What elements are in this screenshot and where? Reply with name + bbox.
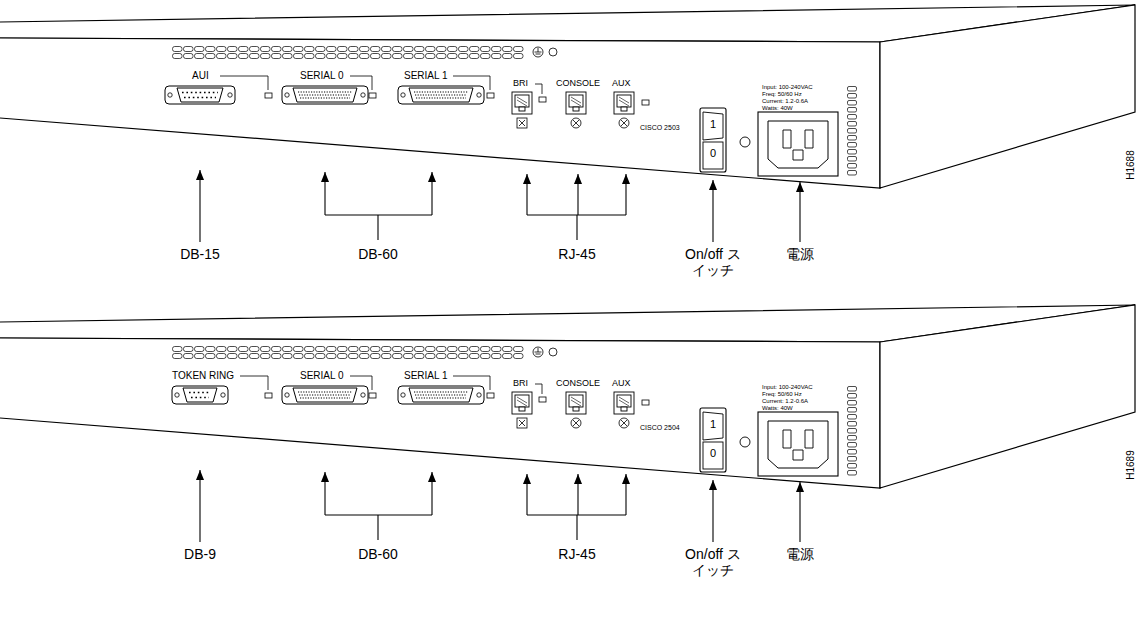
spec-text: Freq: 50/60 Hz [762,91,802,98]
spec-text: Watts: 40W [762,105,793,112]
port-label: CONSOLE [556,378,600,388]
port-label: SERIAL 0 [300,370,344,382]
port-label: SERIAL 1 [404,70,448,82]
connector-type: DB-60 [358,246,398,262]
router-2504 [0,305,1135,542]
callout-label: On/off スイッチ [680,246,746,278]
port-label: BRI [513,378,528,388]
model-label: CISCO 2504 [640,424,680,432]
figure-id: H1688 [1125,150,1137,179]
switch-mark: 0 [710,147,716,160]
spec-text: Input: 100-240VAC [762,84,813,91]
router-2503 [0,5,1135,242]
switch-mark: 0 [710,447,716,460]
connector-type: DB-15 [180,246,220,262]
spec-text: Freq: 50/60 Hz [762,391,802,398]
connector-type: DB-60 [358,546,398,562]
port-label: BRI [513,78,528,88]
port-label: AUI [192,70,209,82]
port-label: AUX [612,378,631,388]
port-label: AUX [612,78,631,88]
switch-mark: 1 [710,418,716,431]
switch-mark: 1 [710,118,716,131]
spec-text: Watts: 40W [762,405,793,412]
port-label: SERIAL 1 [404,370,448,382]
port-label: SERIAL 0 [300,70,344,82]
connector-type: RJ-45 [558,546,595,562]
port-label: CONSOLE [556,78,600,88]
spec-text: Current: 1.2-0.6A [762,398,808,405]
spec-text: Current: 1.2-0.6A [762,98,808,105]
callout-label: 電源 [786,546,814,562]
callout-label: On/off スイッチ [680,546,746,578]
aui-connector [165,76,268,104]
connector-type: RJ-45 [558,246,595,262]
port-label: TOKEN RING [172,370,234,382]
model-label: CISCO 2503 [640,124,680,132]
callout-label: 電源 [786,246,814,262]
figure-id: H1689 [1125,450,1137,479]
connector-type: DB-9 [184,546,216,562]
spec-text: Input: 100-240VAC [762,384,813,391]
